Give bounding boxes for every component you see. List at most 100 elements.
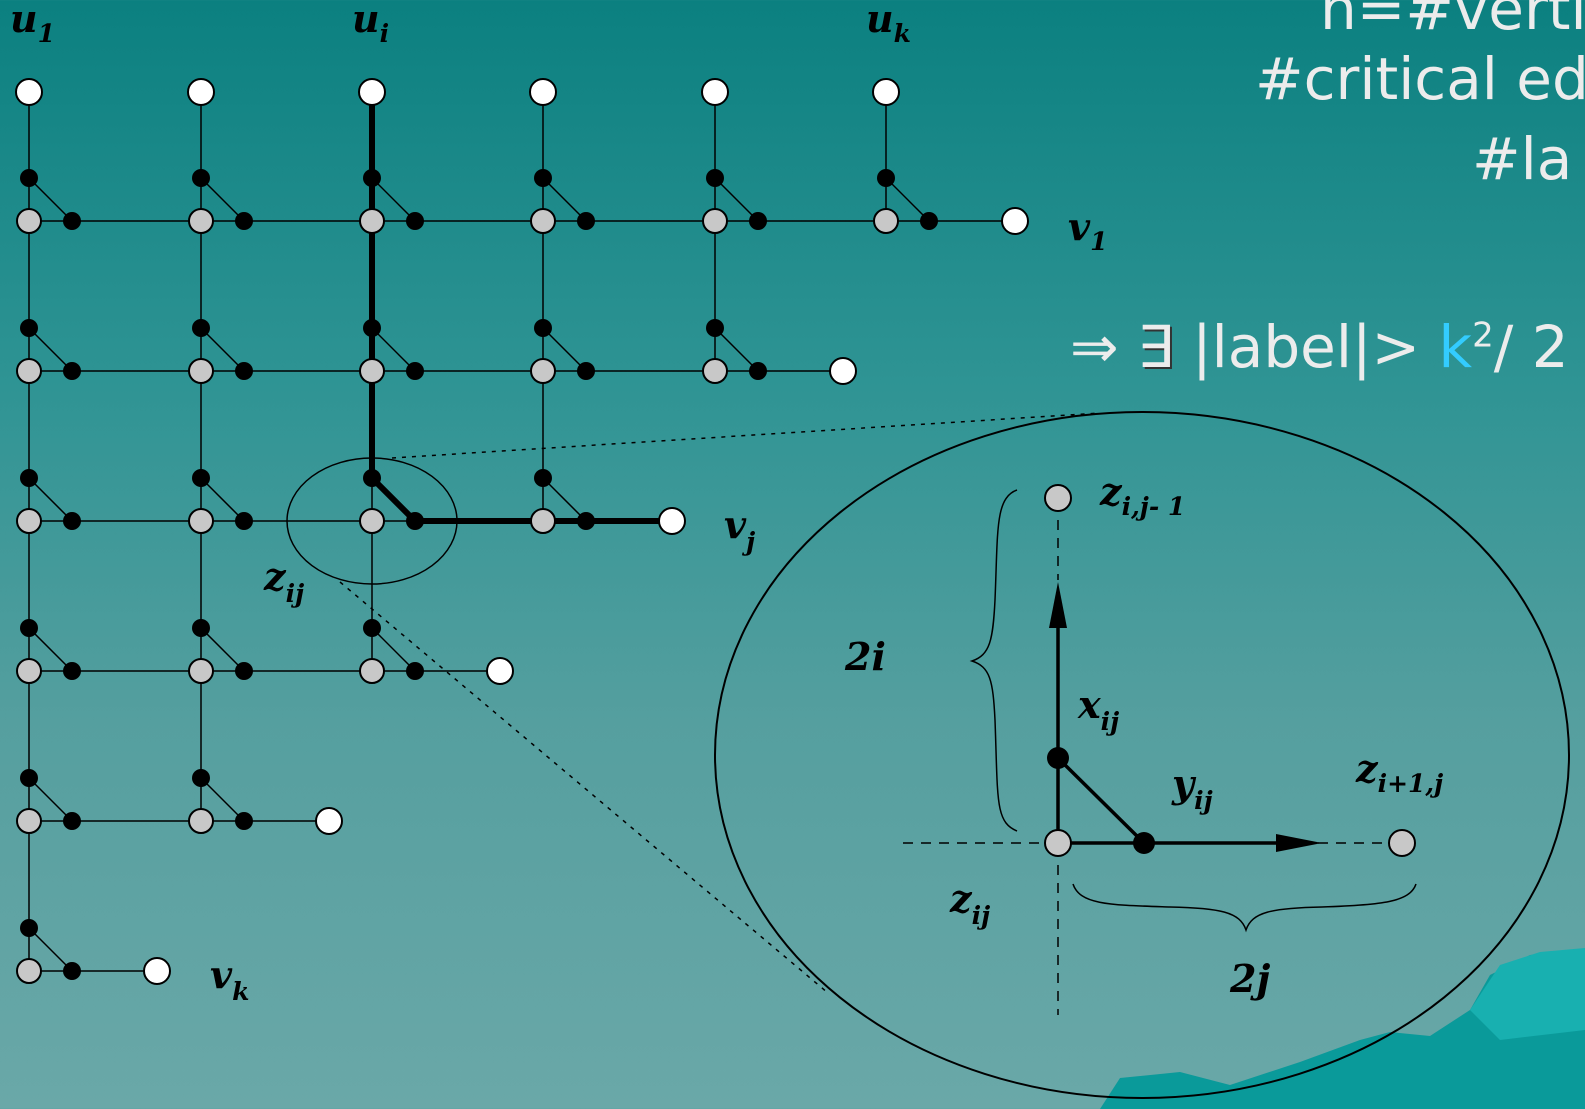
crossing-node-z [16,958,42,984]
crossing-node-z [530,208,556,234]
junction-node-y [235,812,253,830]
sink-node-v [315,807,343,835]
sink-node-v [1001,207,1029,235]
decorative-shape [1100,950,1585,1109]
label-ui: ui [352,0,389,48]
junction-node-x [706,319,724,337]
diagonal-edge [28,777,73,822]
junction-node-x [363,319,381,337]
junction-node-x [192,319,210,337]
junction-node-y [235,362,253,380]
text-labels: #la [1472,125,1573,193]
diagonal-edge [28,327,73,372]
sink-node-v [829,357,857,385]
exists-symbol: ∃ [1137,313,1174,381]
zoom-detail: zi,j- 1 zi+1,j zij xij yij 2i 2j [844,469,1443,1015]
junction-node-x [706,169,724,187]
crossing-node-z [16,358,42,384]
source-node-u [529,78,557,106]
divisor: / 2 [1493,313,1569,381]
crossing-node-z [359,508,385,534]
label-y: yij [1171,761,1213,815]
diagonal-edge [1056,756,1146,845]
label-expression: |label|> [1192,313,1421,381]
brace-vertical [969,489,1018,832]
crossing-node-z [16,208,42,234]
diagonal-edge [28,177,73,222]
label-z-top: zi,j- 1 [1099,469,1185,521]
junction-node-x [534,319,552,337]
sink-node-v [486,657,514,685]
crossing-node-z [16,808,42,834]
label-z-center: zij [949,876,990,930]
exponent: 2 [1472,315,1494,356]
highlight-path-diagonal [369,475,418,524]
implies-symbol: ⇒ [1070,313,1119,381]
diagonal-edge [200,177,245,222]
brace-horizontal [1072,883,1417,933]
junction-node-x [192,769,210,787]
junction-node-x [192,619,210,637]
junction-node-y [406,212,424,230]
junction-node-x [20,769,38,787]
arrow-up-head [1049,582,1067,628]
junction-node-y [63,812,81,830]
junction-node-y [749,212,767,230]
junction-node-y [63,362,81,380]
junction-node-y [577,362,595,380]
label-2i: 2i [844,634,886,679]
crossing-node-z [359,658,385,684]
diagonal-edge [371,627,416,672]
crossing-node-z [16,658,42,684]
junction-node-y [235,212,253,230]
source-node-u [358,78,386,106]
junction-node-x [363,469,381,487]
k-variable: k [1438,313,1473,381]
label-z-right: zi+1,j [1355,746,1443,798]
label-u1: u1 [10,0,55,48]
crossing-node-z [188,658,214,684]
junction-node-y [235,662,253,680]
junction-node-x [192,469,210,487]
junction-node-y [63,212,81,230]
junction-node-y [63,662,81,680]
crossing-node-z [188,358,214,384]
crossing-node-z [188,208,214,234]
grid-lines [28,89,1016,972]
junction-node-x [20,919,38,937]
crossing-node-z [359,358,385,384]
junction-node-x [20,319,38,337]
diagonal-edge [200,327,245,372]
crossing-node-z [530,508,556,534]
connector-bottom [339,581,829,994]
junction-node-y [406,362,424,380]
label-vk: vk [210,952,249,1006]
junction-node-y [235,512,253,530]
diagonal-edge [28,627,73,672]
connector-top [391,412,1101,459]
junction-node-x [20,169,38,187]
label-uk: uk [866,0,911,48]
sink-node-v [143,957,171,985]
node-z-center [1044,829,1072,857]
source-node-u [701,78,729,106]
node-x [1047,747,1069,769]
node-z-top [1044,484,1072,512]
diagonal-edge [200,477,245,522]
crossing-node-z [702,208,728,234]
label-x: xij [1077,682,1119,736]
crossing-node-z [188,808,214,834]
diagonal-edge [28,927,73,972]
diagonal-edge [542,177,587,222]
decorative-shape-highlight [1470,948,1585,1040]
label-v1: v1 [1068,204,1108,256]
diagonal-edge [200,627,245,672]
junction-node-x [20,619,38,637]
node-z-right [1388,829,1416,857]
crossing-node-z [702,358,728,384]
zoom-ellipse [714,411,1570,1099]
junction-node-y [406,512,424,530]
grid-nodes [15,78,1029,985]
